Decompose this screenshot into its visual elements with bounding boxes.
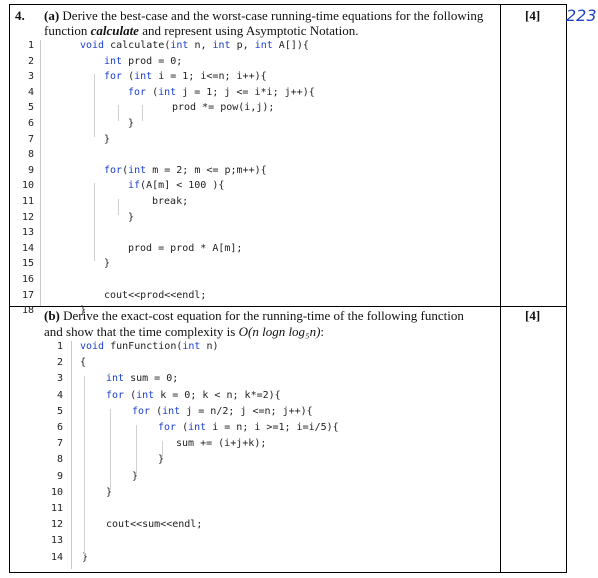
code-line: void calculate(int n, int p, int A[]){ bbox=[80, 40, 309, 51]
code-line: } bbox=[132, 470, 139, 482]
handwritten-note: 223 bbox=[566, 6, 597, 25]
part-b-text-line2: and show that the time complexity is O(n… bbox=[44, 324, 324, 340]
line-number: 7 bbox=[56, 438, 63, 450]
line-number: 7 bbox=[27, 133, 34, 145]
part-b-line2-pre: and show that the time complexity is bbox=[44, 324, 239, 339]
line-number: 10 bbox=[50, 486, 63, 498]
code-line: int prod = 0; bbox=[104, 55, 183, 67]
question-number: 4. bbox=[15, 8, 25, 23]
code-line: } bbox=[106, 486, 113, 498]
part-a-line1: Derive the best-case and the worst-case … bbox=[62, 8, 484, 23]
code-line: } bbox=[82, 551, 89, 563]
line-number: 1 bbox=[56, 341, 63, 352]
line-number: 11 bbox=[21, 196, 34, 207]
line-number: 5 bbox=[56, 405, 63, 417]
line-number: 4 bbox=[56, 389, 63, 401]
code-line: break; bbox=[152, 196, 189, 207]
code-line: for (int j = 1; j <= i*i; j++){ bbox=[128, 86, 315, 98]
code-line: } bbox=[128, 211, 135, 223]
part-a-text-line2: function calculate and represent using A… bbox=[44, 23, 359, 39]
line-number: 15 bbox=[21, 258, 34, 270]
question-frame bbox=[9, 4, 567, 573]
line-number: 16 bbox=[21, 274, 34, 285]
code-line: for (int k = 0; k < n; k*=2){ bbox=[106, 389, 281, 401]
code-line: } bbox=[104, 258, 111, 270]
part-a-line2-post: and represent using Asymptotic Notation. bbox=[138, 23, 359, 38]
indent-guide bbox=[142, 105, 143, 121]
indent-guide bbox=[84, 376, 85, 555]
line-number: 11 bbox=[50, 503, 63, 514]
code-line: for(int m = 2; m <= p;m++){ bbox=[104, 164, 267, 176]
line-number: 14 bbox=[50, 551, 63, 563]
code-line: } bbox=[80, 305, 87, 317]
line-number: 2 bbox=[56, 357, 63, 369]
indent-guide bbox=[118, 105, 119, 121]
line-number: 9 bbox=[27, 164, 34, 176]
line-number: 13 bbox=[21, 227, 34, 239]
code-line: for (int i = n; i >=1; i=i/5){ bbox=[158, 422, 339, 433]
code-line: { bbox=[80, 357, 87, 369]
code-a-gutter-line bbox=[40, 40, 41, 306]
code-line: cout<<prod<<endl; bbox=[104, 289, 207, 301]
code-line: int sum = 0; bbox=[106, 373, 179, 385]
line-number: 17 bbox=[21, 289, 34, 301]
line-number: 12 bbox=[50, 519, 63, 531]
line-number: 4 bbox=[27, 86, 34, 98]
code-line: for (int j = n/2; j <=n; j++){ bbox=[132, 405, 313, 417]
part-a-marks: [4] bbox=[525, 8, 541, 23]
line-number: 1 bbox=[27, 40, 34, 51]
line-number: 3 bbox=[56, 373, 63, 385]
complexity-expression: O(n logn log₅n) bbox=[238, 324, 321, 339]
marks-column-divider bbox=[500, 4, 501, 573]
indent-guide bbox=[94, 74, 95, 137]
part-a-label: (a) bbox=[44, 8, 60, 23]
code-line: } bbox=[128, 118, 135, 129]
indent-guide bbox=[136, 425, 137, 474]
code-line: if(A[m] < 100 ){ bbox=[128, 180, 225, 192]
line-number: 9 bbox=[56, 470, 63, 482]
code-line: } bbox=[158, 454, 165, 466]
code-line: void funFunction(int n) bbox=[80, 341, 219, 352]
line-number: 5 bbox=[27, 102, 34, 114]
code-b-gutter-line bbox=[71, 341, 72, 569]
line-number: 14 bbox=[21, 242, 34, 254]
line-number: 2 bbox=[27, 55, 34, 67]
indent-guide bbox=[118, 199, 119, 215]
part-b-marks: [4] bbox=[525, 308, 541, 323]
line-number: 18 bbox=[21, 305, 34, 317]
part-a-text-line1: (a) Derive the best-case and the worst-c… bbox=[44, 8, 483, 24]
indent-guide bbox=[162, 441, 163, 458]
part-b-line1: Derive the exact-cost equation for the r… bbox=[63, 308, 464, 323]
line-number: 13 bbox=[50, 535, 63, 547]
line-number: 6 bbox=[56, 422, 63, 433]
indent-guide bbox=[110, 408, 111, 490]
part-divider bbox=[9, 306, 567, 307]
code-line: prod *= pow(i,j); bbox=[172, 102, 275, 114]
code-line: cout<<sum<<endl; bbox=[106, 519, 203, 531]
line-number: 6 bbox=[27, 118, 34, 129]
line-number: 3 bbox=[27, 71, 34, 83]
code-line: } bbox=[104, 133, 111, 145]
part-b-line2-post: : bbox=[320, 324, 325, 339]
function-name-emphasis: calculate bbox=[90, 23, 139, 38]
line-number: 8 bbox=[56, 454, 63, 466]
indent-guide bbox=[94, 183, 95, 262]
part-b-label: (b) bbox=[44, 308, 60, 323]
part-b-text-line1: (b) Derive the exact-cost equation for t… bbox=[44, 308, 464, 324]
line-number: 10 bbox=[21, 180, 34, 192]
code-line: for (int i = 1; i<=n; i++){ bbox=[104, 71, 267, 83]
code-line: prod = prod * A[m]; bbox=[128, 242, 243, 254]
line-number: 8 bbox=[27, 149, 34, 161]
line-number: 12 bbox=[21, 211, 34, 223]
part-a-line2-pre: function bbox=[44, 23, 91, 38]
code-line: sum += (i+j+k); bbox=[176, 438, 267, 450]
